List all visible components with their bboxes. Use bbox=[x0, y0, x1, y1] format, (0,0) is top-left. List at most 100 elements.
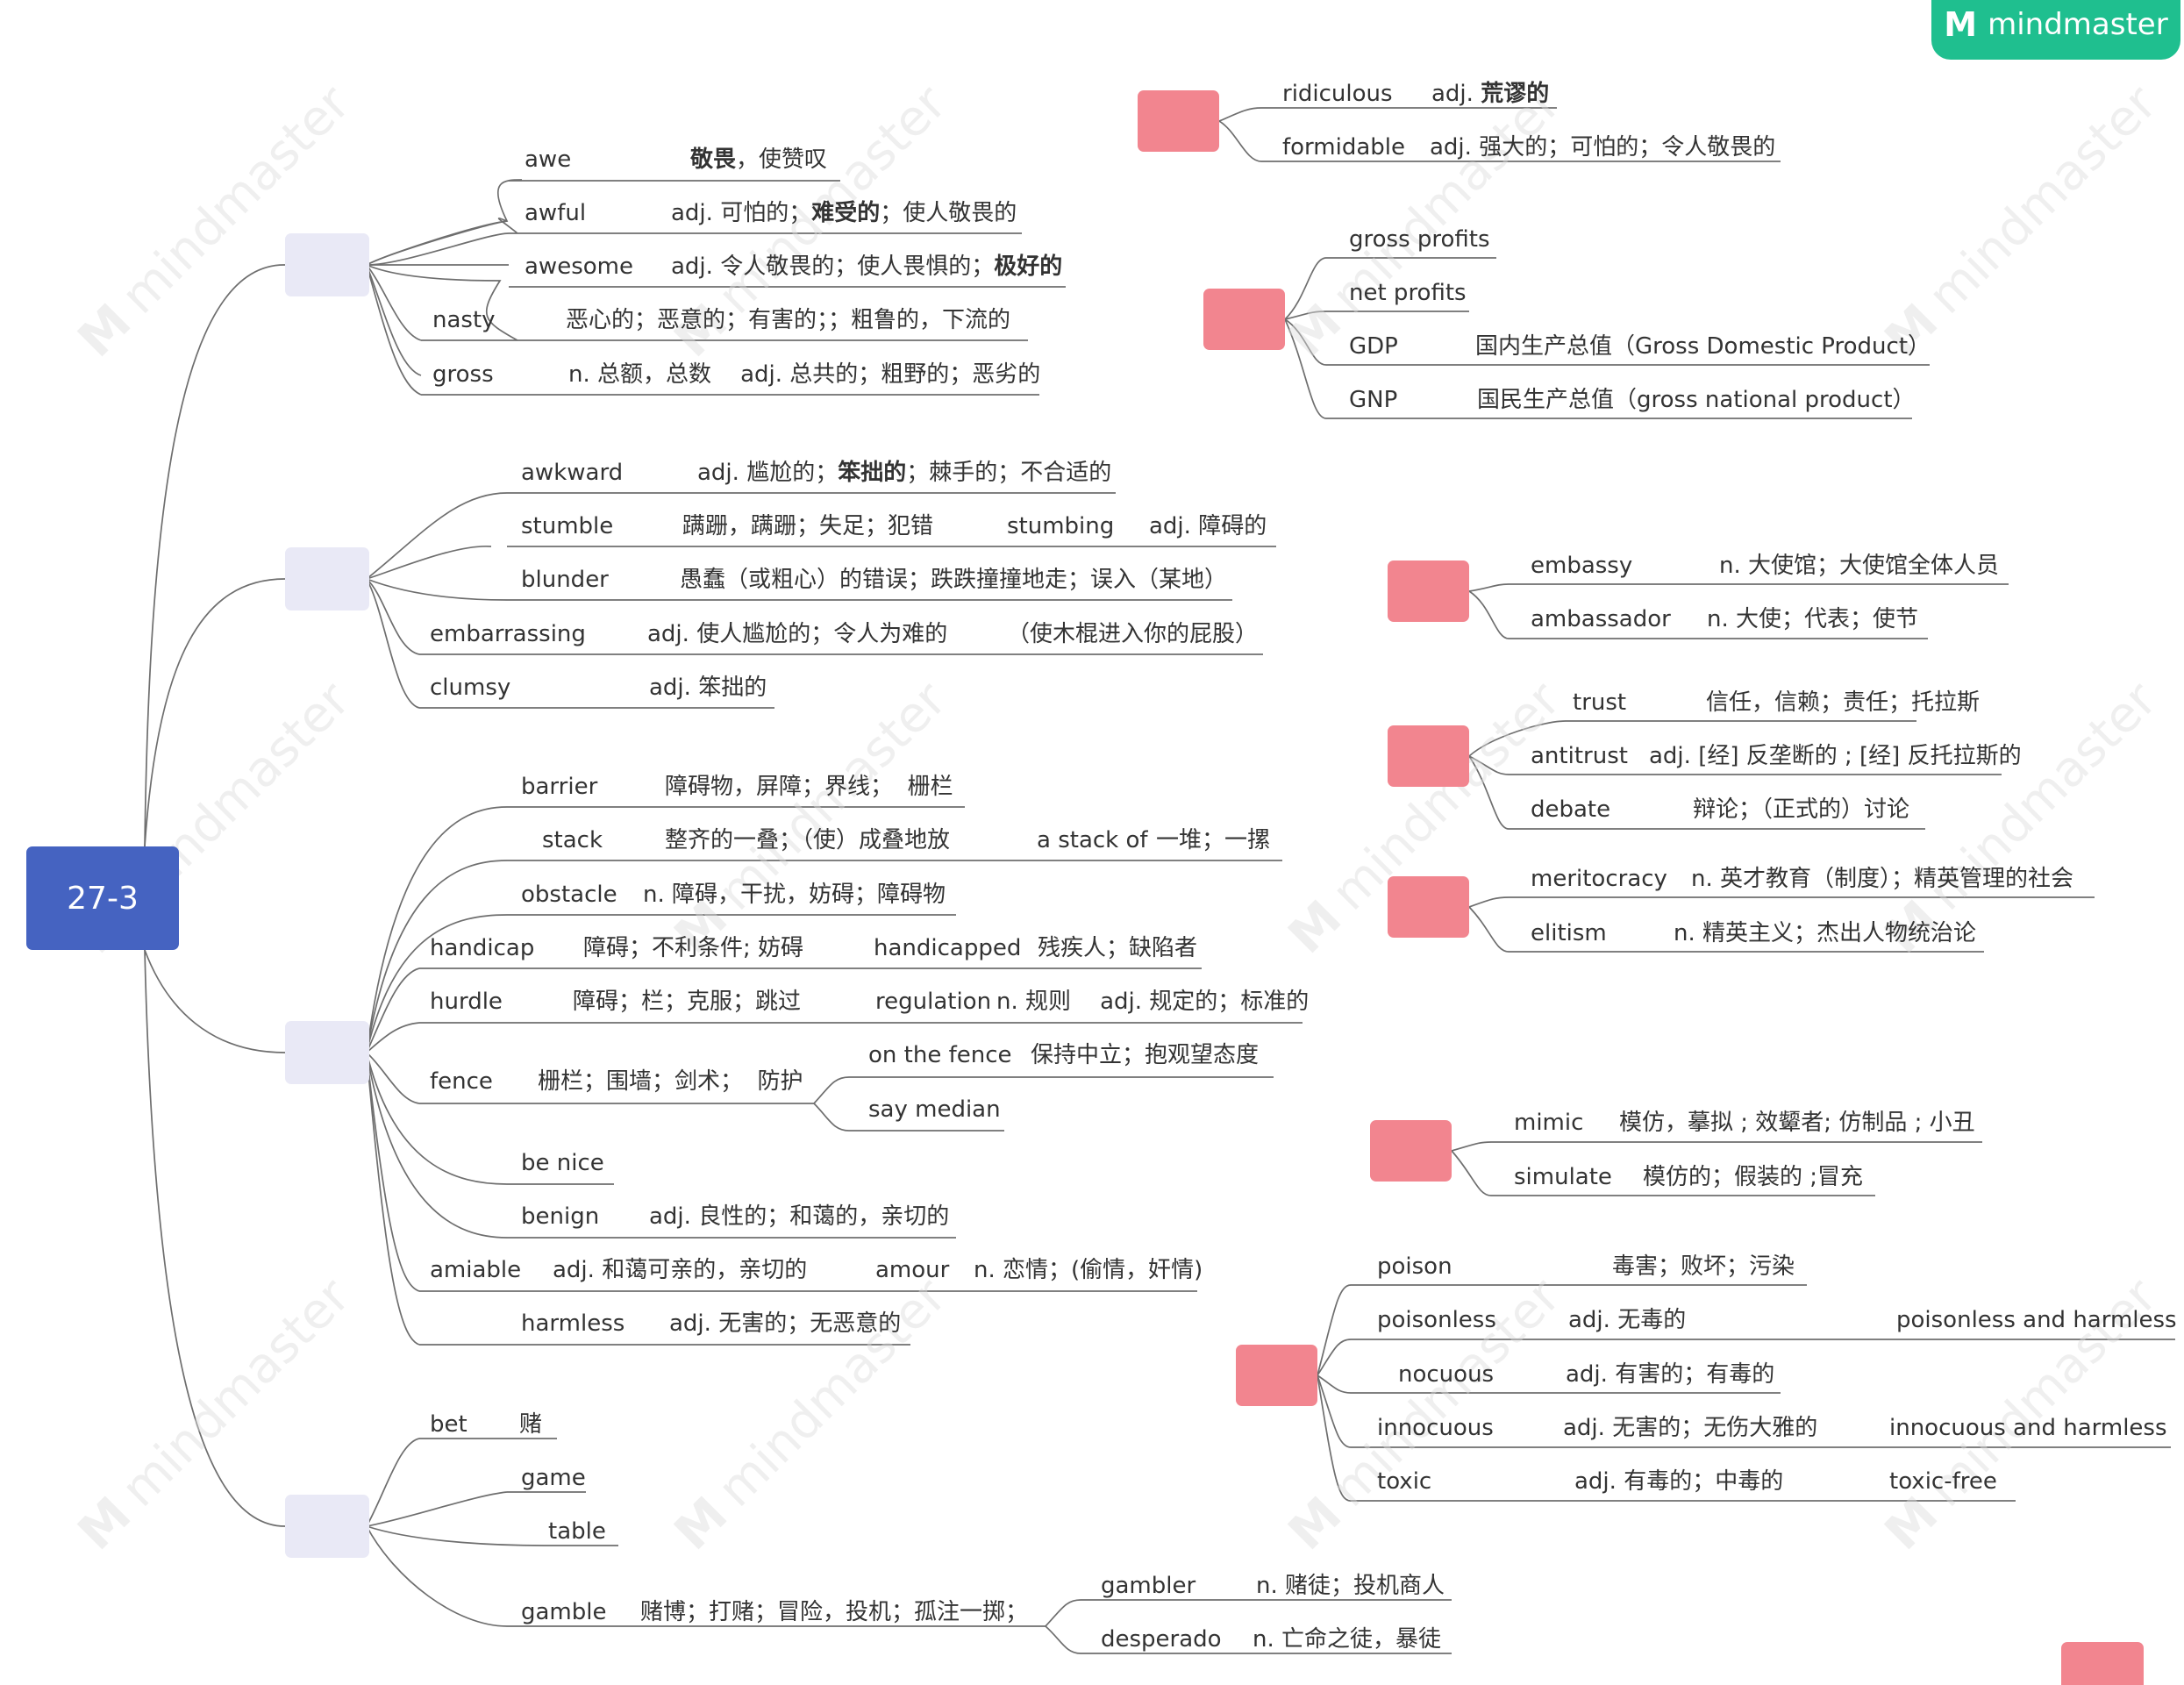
word-poisonless: poisonless bbox=[1377, 1307, 1496, 1333]
def-on-the-fence: 保持中立；抱观望态度 bbox=[1031, 1042, 1260, 1068]
word-be-nice: be nice bbox=[521, 1150, 604, 1176]
def-bet: 赌 bbox=[519, 1411, 543, 1438]
word-debate: debate bbox=[1531, 796, 1611, 823]
topic-obstacle[interactable] bbox=[285, 1021, 369, 1084]
mindmaster-logo-icon: M bbox=[1944, 5, 1978, 44]
def-a-stack-of: 一堆；一摞 bbox=[1156, 827, 1271, 853]
def-simulate: 模仿的；假装的 ;冒充 bbox=[1643, 1164, 1864, 1190]
word-table: table bbox=[548, 1518, 606, 1545]
word-embassy: embassy bbox=[1531, 553, 1633, 579]
def-awe: 敬畏，使赞叹 bbox=[690, 146, 828, 173]
topic-profits[interactable] bbox=[1203, 289, 1285, 350]
topic-poison[interactable] bbox=[1236, 1345, 1317, 1406]
topic-fear[interactable] bbox=[285, 233, 369, 296]
def-mimic: 模仿，摹拟 ; 效颦者; 仿制品 ; 小丑 bbox=[1619, 1110, 1975, 1136]
word-amour: amour bbox=[875, 1257, 950, 1283]
topic-trust[interactable] bbox=[1388, 725, 1469, 787]
def-benign: adj. 良性的；和蔼的，亲切的 bbox=[649, 1203, 950, 1230]
word-clumsy: clumsy bbox=[430, 675, 511, 701]
word-embarrassing: embarrassing bbox=[430, 621, 586, 647]
def-poison: 毒害；败坏；污染 bbox=[1612, 1253, 1795, 1280]
def-barrier: 障碍物，屏障；界线； 栅栏 bbox=[665, 774, 953, 800]
topic-ridiculous[interactable] bbox=[1138, 90, 1219, 152]
def-toxic: adj. 有毒的；中毒的 bbox=[1574, 1468, 1784, 1495]
def-innocuous: adj. 无害的；无伤大雅的 bbox=[1563, 1415, 1818, 1441]
def-ridiculous: adj. 荒谬的 bbox=[1431, 81, 1550, 107]
word-on-the-fence: on the fence bbox=[868, 1042, 1012, 1068]
note-innocuous: innocuous and harmless bbox=[1889, 1415, 2167, 1441]
def-embassy: n. 大使馆；大使馆全体人员 bbox=[1719, 553, 2000, 579]
def-clumsy: adj. 笨拙的 bbox=[649, 675, 767, 701]
def-embarrassing: adj. 使人尴尬的；令人为难的 bbox=[647, 621, 948, 647]
word-stack: stack bbox=[542, 827, 603, 853]
def-meritocracy: n. 英才教育（制度）；精英管理的社会 bbox=[1691, 866, 2074, 892]
def-stumbing: adj. 障碍的 bbox=[1149, 513, 1267, 539]
word-awe: awe bbox=[525, 146, 572, 173]
word-gross-profits: gross profits bbox=[1349, 226, 1490, 253]
def-gnp: 国民生产总值（gross national product） bbox=[1477, 387, 1916, 413]
note-toxic: toxic-free bbox=[1889, 1468, 1997, 1495]
word-benign: benign bbox=[521, 1203, 600, 1230]
def-blunder: 愚蠢（或粗心）的错误；跌跌撞撞地走；误入（某地） bbox=[680, 567, 1228, 593]
word-bet: bet bbox=[430, 1411, 467, 1438]
word-awful: awful bbox=[525, 200, 587, 226]
def-stack: 整齐的一叠；（使）成叠地放 bbox=[665, 827, 951, 853]
topic-gamble[interactable] bbox=[285, 1495, 369, 1558]
def-awkward: adj. 尴尬的；笨拙的；棘手的；不合适的 bbox=[697, 460, 1112, 486]
def-awesome: adj. 令人敬畏的；使人畏惧的；极好的 bbox=[671, 253, 1063, 280]
def-amiable: adj. 和蔼可亲的，亲切的 bbox=[553, 1257, 808, 1283]
word-gross: gross bbox=[432, 361, 494, 388]
def-handicapped: 残疾人；缺陷者 bbox=[1038, 935, 1198, 961]
word-nocuous: nocuous bbox=[1398, 1361, 1495, 1388]
word-simulate: simulate bbox=[1514, 1164, 1612, 1190]
def-gambler: n. 赌徒；投机商人 bbox=[1256, 1573, 1445, 1599]
word-trust: trust bbox=[1573, 689, 1627, 716]
def-elitism: n. 精英主义；杰出人物统治论 bbox=[1674, 920, 1977, 946]
word-amiable: amiable bbox=[430, 1257, 522, 1283]
word-meritocracy: meritocracy bbox=[1531, 866, 1667, 892]
word-stumble: stumble bbox=[521, 513, 614, 539]
word-awkward: awkward bbox=[521, 460, 624, 486]
def-amour: n. 恋情；(偷情，奸情) bbox=[974, 1257, 1203, 1283]
note-embarrassing: （使木棍进入你的屁股） bbox=[1007, 621, 1259, 647]
def-poisonless: adj. 无毒的 bbox=[1568, 1307, 1687, 1333]
word-stumbing: stumbing bbox=[1007, 513, 1115, 539]
def-gamble: 赌博；打赌；冒险，投机；孤注一掷； bbox=[640, 1599, 1029, 1625]
def-regulation: n. 规则 adj. 规定的；标准的 bbox=[996, 989, 1310, 1015]
word-gdp: GDP bbox=[1349, 333, 1398, 360]
def-debate: 辩论；（正式的）讨论 bbox=[1693, 796, 1910, 823]
def-gross: n. 总额，总数 adj. 总共的；粗野的；恶劣的 bbox=[568, 361, 1041, 388]
mindmaster-logo: M mindmaster bbox=[1931, 0, 2180, 60]
def-trust: 信任，信赖；责任；托拉斯 bbox=[1706, 689, 1981, 716]
word-nasty: nasty bbox=[432, 307, 496, 333]
def-formidable: adj. 强大的；可怕的；令人敬畏的 bbox=[1430, 134, 1776, 161]
topic-mimic[interactable] bbox=[1370, 1120, 1452, 1182]
word-gnp: GNP bbox=[1349, 387, 1398, 413]
word-hurdle: hurdle bbox=[430, 989, 503, 1015]
word-regulation: regulation bbox=[875, 989, 992, 1015]
def-nocuous: adj. 有害的；有毒的 bbox=[1566, 1361, 1775, 1388]
def-stumble: 蹒跚，蹒跚；失足；犯错 bbox=[682, 513, 934, 539]
topic-embassy[interactable] bbox=[1388, 560, 1469, 622]
word-game: game bbox=[521, 1465, 586, 1491]
topic-empty[interactable] bbox=[2061, 1642, 2144, 1685]
def-gdp: 国内生产总值（Gross Domestic Product） bbox=[1475, 333, 1931, 360]
def-ambassador: n. 大使；代表；使节 bbox=[1707, 606, 1919, 632]
root-topic[interactable]: 27-3 bbox=[26, 846, 179, 950]
def-nasty: 恶心的；恶意的；有害的；；粗鲁的，下流的 bbox=[566, 307, 1011, 333]
topic-meritocracy[interactable] bbox=[1388, 876, 1469, 938]
word-elitism: elitism bbox=[1531, 920, 1607, 946]
logo-text: mindmaster bbox=[1988, 7, 2168, 42]
topic-awkward[interactable] bbox=[285, 547, 369, 610]
word-ridiculous: ridiculous bbox=[1282, 81, 1393, 107]
word-antitrust: antitrust bbox=[1531, 743, 1628, 769]
word-barrier: barrier bbox=[521, 774, 598, 800]
word-awesome: awesome bbox=[525, 253, 633, 280]
word-toxic: toxic bbox=[1377, 1468, 1432, 1495]
word-net-profits: net profits bbox=[1349, 280, 1467, 306]
word-gamble: gamble bbox=[521, 1599, 607, 1625]
def-fence: 栅栏；围墙；剑术； 防护 bbox=[538, 1068, 803, 1095]
word-innocuous: innocuous bbox=[1377, 1415, 1494, 1441]
word-formidable: formidable bbox=[1282, 134, 1406, 161]
